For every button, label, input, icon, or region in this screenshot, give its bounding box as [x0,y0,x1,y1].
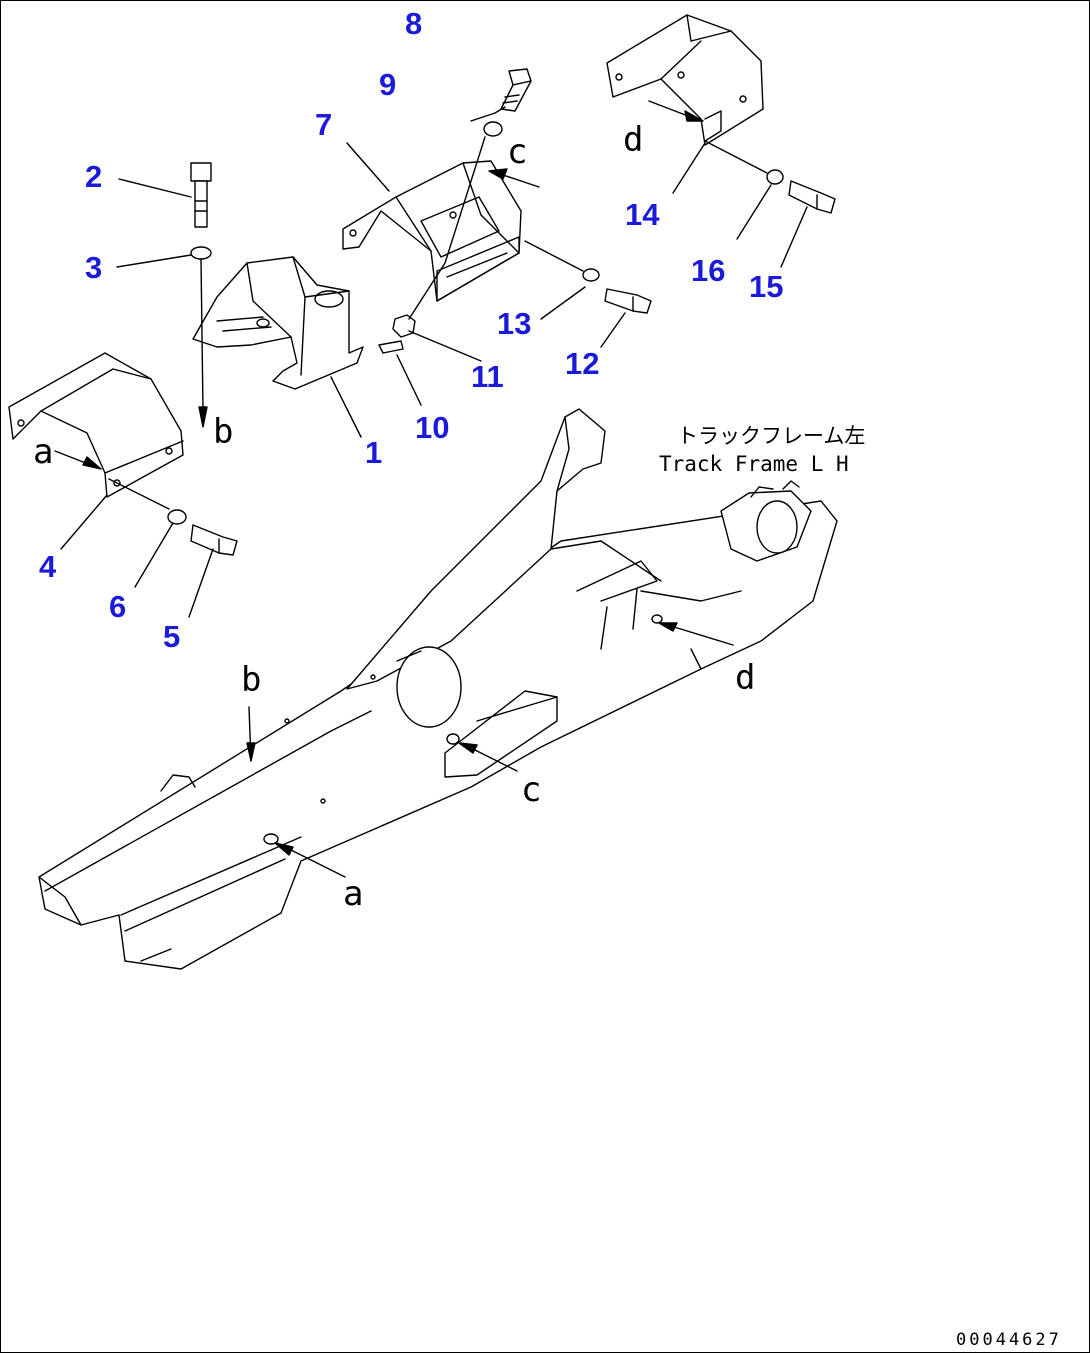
part-3-washer [190,246,212,260]
callout-10: 10 [415,410,449,445]
part-7-cover [342,160,522,302]
caption-japanese: トラックフレーム左 [677,424,865,448]
callout-11: 11 [471,359,504,394]
ref-d-cover: d [623,120,643,160]
callout-3: 3 [85,250,102,285]
callout-1: 1 [365,435,382,470]
callout-9: 9 [379,67,396,102]
callout-12: 12 [565,346,599,381]
part-11-nut [392,314,416,338]
ref-d-frame: d [735,658,755,698]
part-1-bracket [192,256,364,390]
part-13-washer [582,268,600,282]
leader-lines [54,100,808,878]
callout-4: 4 [39,549,57,584]
callout-16: 16 [691,253,725,288]
ref-b-bolt: b [213,412,233,452]
part-15-bolt [788,180,836,214]
track-frame-lh [38,408,838,970]
ref-b-frame: b [241,660,261,700]
ref-c-frame: c [521,770,541,810]
ref-a-cover: a [33,432,53,472]
callout-2: 2 [85,159,102,194]
part-6-washer [167,509,187,525]
part-9-washer [483,121,503,137]
callout-7: 7 [315,107,332,142]
reference-letters: a b c d b c a d [33,120,755,914]
part-14-cover [606,14,764,146]
callout-14: 14 [625,197,660,232]
caption-english: Track Frame L H [659,452,849,476]
callout-5: 5 [163,619,180,654]
part-16-washer [766,169,784,185]
drawing-code: 00044627 [956,1330,1062,1350]
part-5-bolt [190,524,238,556]
part-4-cover [8,352,184,498]
callout-6: 6 [109,589,126,624]
callout-numbers: 1 2 3 4 5 6 7 8 9 10 11 12 13 14 15 16 [39,6,783,654]
callout-8: 8 [405,6,422,41]
ref-a-frame: a [343,874,363,914]
part-8-bolt [500,68,532,112]
ref-c-cover: c [507,132,527,172]
part-10-pin [378,340,404,354]
part-2-bolt [190,162,212,228]
callout-13: 13 [497,306,531,341]
part-12-bolt [604,288,652,314]
callout-15: 15 [749,269,783,304]
